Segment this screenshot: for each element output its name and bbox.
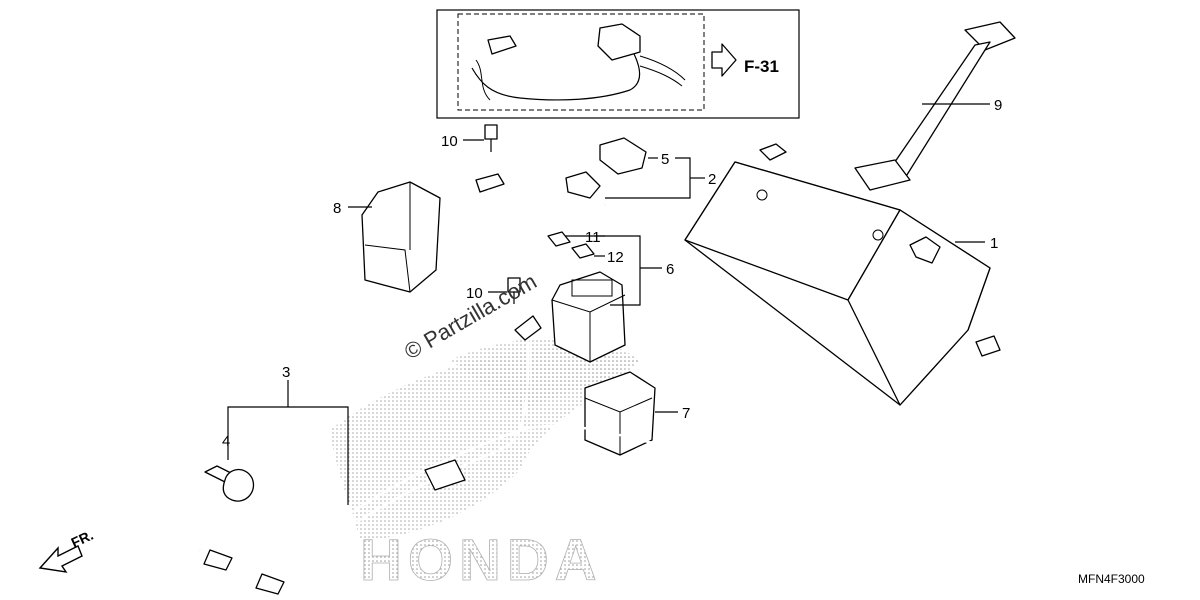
fuse-11 [547,231,571,247]
callout-9: 9 [994,97,1002,114]
callout-10-upper: 10 [441,133,458,150]
wire-harness [192,315,1012,595]
callout-6: 6 [666,261,674,278]
leader-lines [227,103,990,505]
callout-3: 3 [282,364,290,381]
callout-7: 7 [682,405,690,422]
relay-holder [361,181,441,293]
callout-4: 4 [222,433,230,450]
fuse-box [551,271,626,363]
honda-wordmark-logo: HONDA [360,528,603,594]
callout-12: 12 [607,249,624,266]
direction-label: FR. [69,527,96,551]
bolt-lower [507,277,521,304]
bolt-upper [484,124,498,152]
front-direction-arrow: FR. [38,527,96,573]
callout-2: 2 [708,171,716,188]
callout-8: 8 [333,200,341,217]
battery [684,143,991,406]
callout-5: 5 [661,151,669,168]
svg-text:HONDA: HONDA [360,528,603,593]
terminal-boot [204,465,255,502]
callout-labels: 1 2 3 4 5 6 7 8 9 10 10 11 12 [222,97,1002,450]
battery-cable-positive [475,137,647,221]
callout-10-lower: 10 [466,285,483,302]
reference-box: F-31 [436,9,800,119]
callout-11: 11 [585,229,601,246]
reference-code: F-31 [744,57,779,76]
fuse-12 [571,243,595,259]
battery-band [854,21,1016,191]
fuse-box-cover [584,371,656,456]
arrow-icon [711,43,737,77]
callout-1: 1 [990,235,998,252]
drawing-code: MFN4F3000 [1078,572,1145,586]
